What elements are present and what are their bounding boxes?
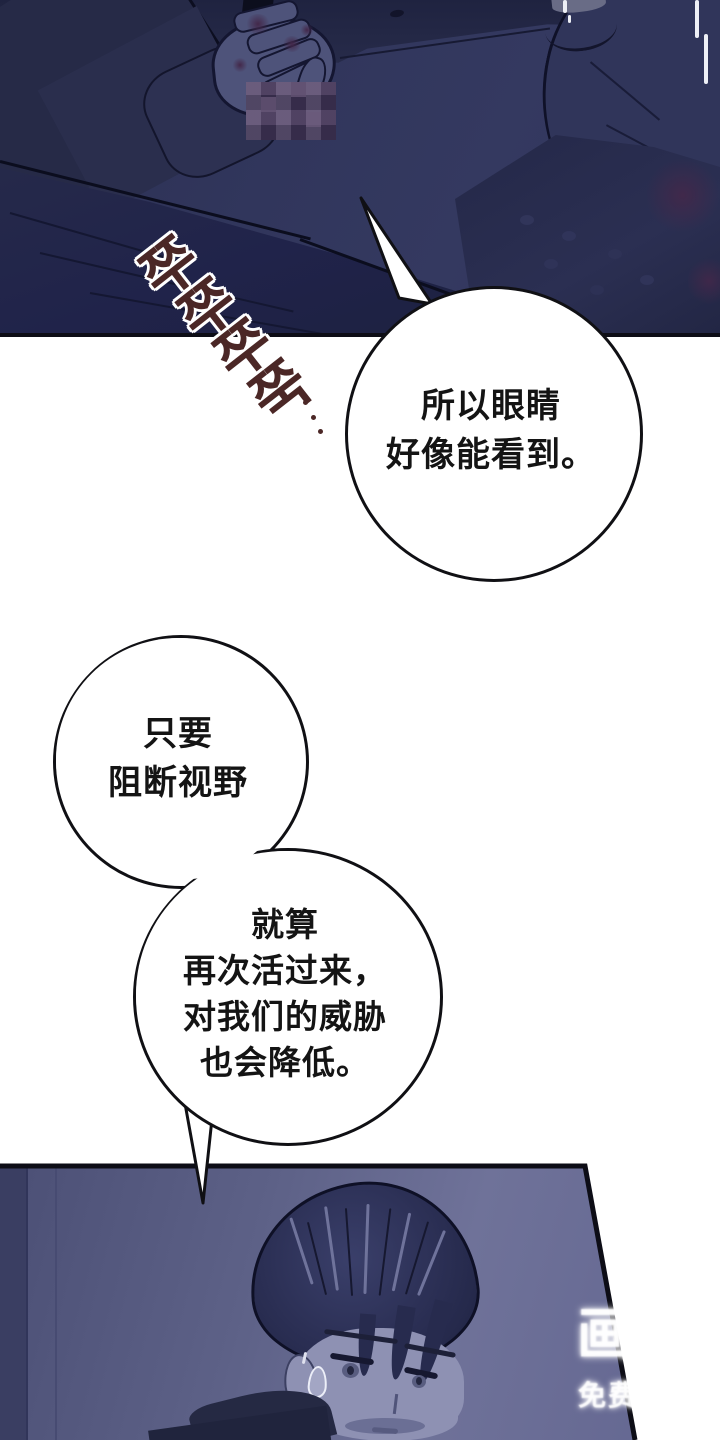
sfx-trail-dot <box>303 400 308 405</box>
bubble-line: 只要 <box>143 715 213 753</box>
censor-block <box>291 82 306 97</box>
site-watermark: 画涯 免费漫画 <box>552 1304 720 1414</box>
blood-spot <box>232 58 248 72</box>
sfx-vertical-dripping: 쭈 쭈 쭈 쭉 <box>100 200 360 480</box>
speech-bubble-3-fill <box>136 851 434 1137</box>
bubble-line: 所以眼睛 <box>421 387 561 425</box>
bubble1-tail <box>359 196 434 306</box>
bubble-line: 就算 <box>251 906 319 943</box>
speech-bubble-1-text: 所以眼睛 好像能看到。 <box>345 286 637 576</box>
wall-corner-line <box>55 1166 57 1440</box>
sfx-trail-dot <box>311 415 316 420</box>
speech-bubble-3-text: 就算 再次活过来， 对我们的威胁 也会降低。 <box>133 848 437 1140</box>
blood-stain <box>645 158 720 233</box>
sweat-drip-line <box>695 0 699 38</box>
censor-block <box>261 97 276 112</box>
panel-bottom-man-looking-down <box>0 1166 635 1440</box>
sweat-drip-line <box>563 0 567 13</box>
bubble-line: 再次活过来， <box>183 952 387 989</box>
pupil-right <box>416 1377 422 1385</box>
panel-top-dark-scene <box>0 0 720 337</box>
speech-bubble-2-fill <box>56 638 300 880</box>
bubble-line: 阻断视野 <box>108 764 248 802</box>
blood-stain <box>688 255 720 307</box>
pupil-left <box>347 1366 354 1375</box>
watermark-subtitle: 免费漫画 <box>577 1380 698 1411</box>
speech-bubble-1 <box>345 286 643 582</box>
sweat-drip-line <box>568 15 571 23</box>
bubble-line: 好像能看到。 <box>386 436 596 474</box>
blood-spot <box>282 36 302 52</box>
sweat-drip-line <box>704 34 708 84</box>
bubble-line: 也会降低。 <box>200 1044 370 1081</box>
cloth-texture-dots <box>520 215 534 225</box>
bottom-panel-border <box>0 1163 638 1440</box>
bubble-line: 对我们的威胁 <box>183 998 387 1035</box>
speech-bubble-2-text: 只要 阻断视野 <box>53 635 303 883</box>
blood-spot <box>245 14 271 34</box>
watermark-logo: 画涯 <box>577 1303 699 1366</box>
blood-spot <box>300 24 314 36</box>
censor-mosaic <box>246 82 336 140</box>
wall-dark-band <box>0 1166 28 1440</box>
neck-shadow <box>345 1418 425 1434</box>
censor-block <box>306 112 321 127</box>
sfx-trail-dot <box>318 429 323 434</box>
